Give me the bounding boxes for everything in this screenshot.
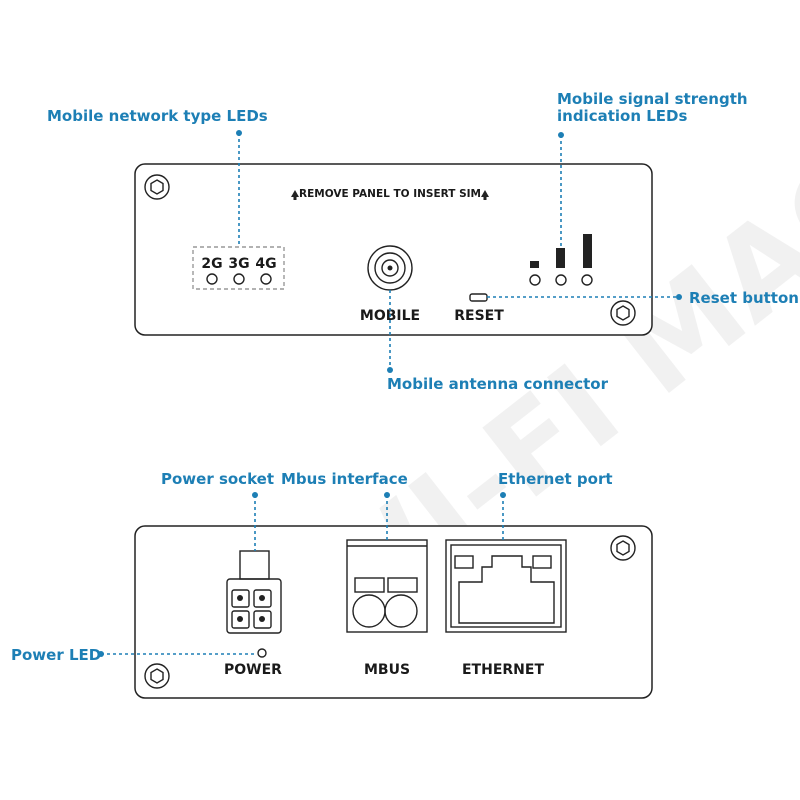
signal-bar-1	[530, 261, 539, 268]
callout-antenna-connector: Mobile antenna connector	[387, 290, 609, 393]
screw-icon	[144, 174, 170, 200]
callout-text: Power LED	[11, 646, 101, 664]
callout-power-led: Power LED	[11, 646, 257, 664]
signal-strength-leds	[529, 234, 593, 286]
arrow-up-icon	[291, 190, 299, 197]
callout-ethernet-port: Ethernet port	[498, 470, 613, 540]
signal-bar-3	[583, 234, 592, 268]
led-label-2g: 2G	[201, 256, 222, 272]
callout-power-socket: Power socket	[161, 470, 274, 551]
back-panel: POWER MBUS ETHERNET	[134, 525, 653, 699]
power-led	[257, 648, 267, 658]
callout-text: Mbus interface	[281, 470, 408, 488]
led-label-4g: 4G	[255, 256, 276, 272]
sim-notice-text: REMOVE PANEL TO INSERT SIM	[299, 188, 481, 200]
front-panel-body	[134, 163, 653, 336]
ethernet-label: ETHERNET	[462, 662, 544, 678]
reset-label: RESET	[454, 308, 504, 324]
front-panel: REMOVE PANEL TO INSERT SIM 2G 3G 4G MOBI…	[134, 163, 653, 336]
led-4g	[260, 273, 272, 285]
screw-icon	[144, 663, 170, 689]
callout-text: Ethernet port	[498, 470, 613, 488]
sim-notice: REMOVE PANEL TO INSERT SIM	[291, 188, 489, 200]
mbus-connector: MBUS	[346, 539, 428, 678]
callout-text: Mobile network type LEDs	[47, 107, 268, 125]
power-label: POWER	[224, 662, 282, 678]
callout-text: Mobile antenna connector	[387, 375, 609, 393]
signal-led-1	[529, 274, 541, 286]
mbus-label: MBUS	[364, 662, 410, 678]
signal-bar-2	[556, 248, 565, 268]
signal-led-3	[581, 274, 593, 286]
callout-text-line1: Mobile signal strength	[557, 90, 748, 108]
callout-text: Reset button	[689, 289, 799, 307]
callout-mbus-interface: Mbus interface	[281, 470, 408, 540]
back-panel-body	[134, 525, 653, 699]
led-2g	[206, 273, 218, 285]
callout-text: Power socket	[161, 470, 274, 488]
led-label-3g: 3G	[228, 256, 249, 272]
callout-signal-strength: Mobile signal strength indication LEDs	[557, 90, 748, 248]
callout-reset-button: Reset button	[487, 289, 799, 307]
callout-text-line2: indication LEDs	[557, 107, 687, 125]
ethernet-port: ETHERNET	[445, 539, 567, 678]
callout-network-type-leds: Mobile network type LEDs	[47, 107, 268, 247]
screw-icon	[610, 535, 636, 561]
signal-led-2	[555, 274, 567, 286]
screw-icon	[610, 300, 636, 326]
led-3g	[233, 273, 245, 285]
arrow-up-icon	[481, 190, 489, 197]
network-type-leds: 2G 3G 4G	[192, 246, 285, 290]
power-socket: POWER	[224, 550, 282, 678]
